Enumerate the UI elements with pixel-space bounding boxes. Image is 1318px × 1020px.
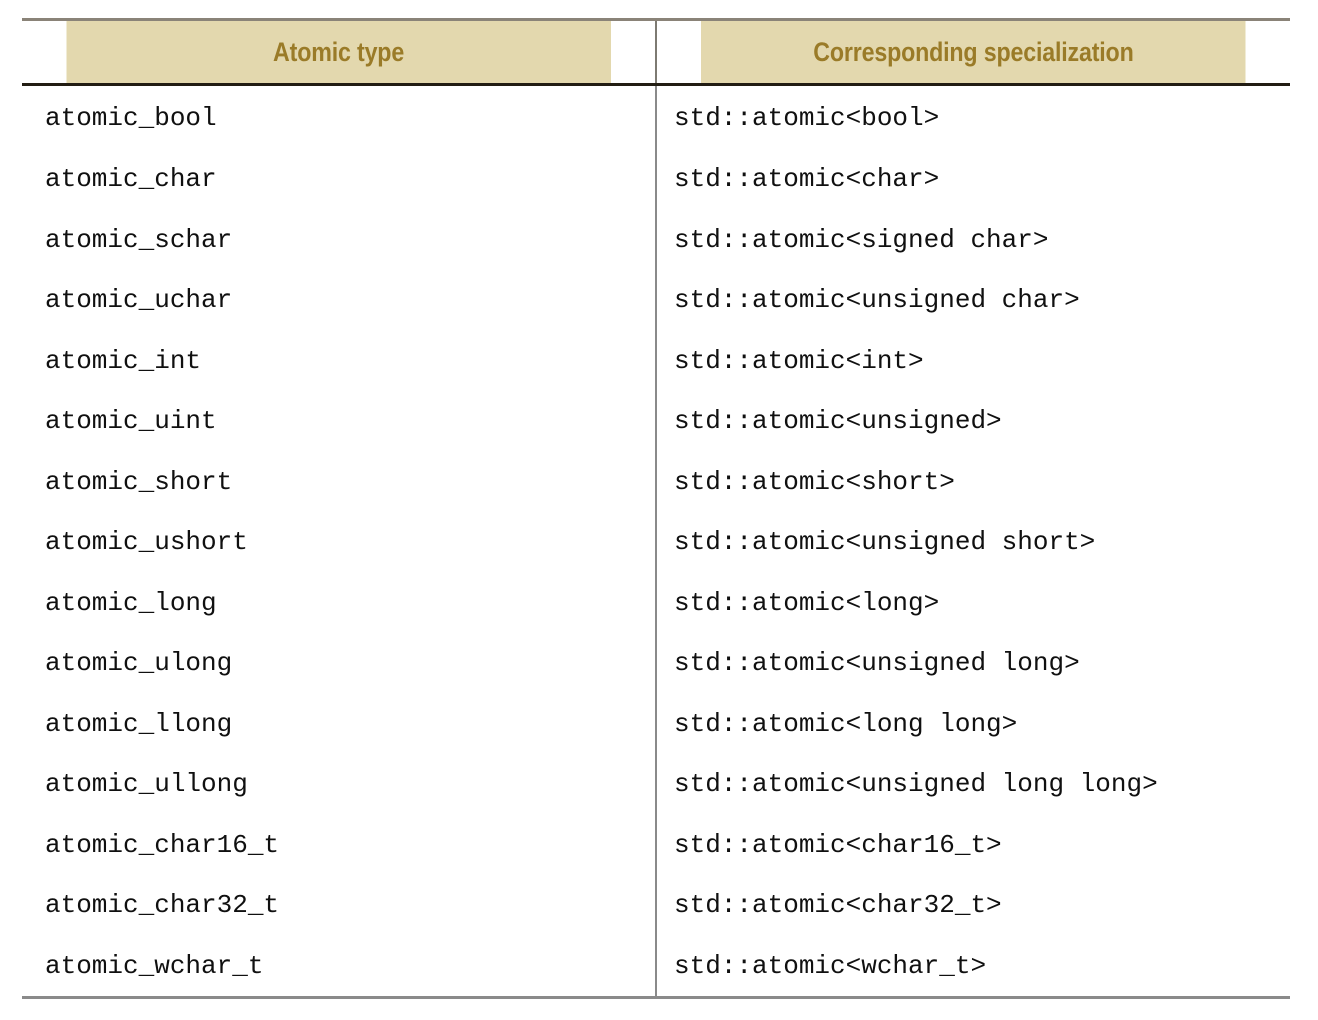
column-header-corresponding-specialization: Corresponding specialization [700,21,1246,86]
table-row: atomic_bool std::atomic<bool> [22,84,1290,149]
table-row: atomic_char32_t std::atomic<char32_t> [22,875,1290,936]
header-row: Atomic type Corresponding specialization [22,21,1290,86]
cell-corresponding-specialization: std::atomic<unsigned long long> [674,769,1158,800]
cell-corresponding-specialization: std::atomic<int> [674,345,924,376]
cell-corresponding-specialization: std::atomic<unsigned short> [674,527,1096,558]
table-row: atomic_ulong std::atomic<unsigned long> [22,633,1290,694]
table-row: atomic_wchar_t std::atomic<wchar_t> [22,935,1290,996]
atomic-types-table: Atomic type Corresponding specialization… [22,18,1290,999]
table-bottom-rule [22,996,1290,999]
top-rule-left [22,18,656,21]
table-row: atomic_int std::atomic<int> [22,330,1290,391]
cell-corresponding-specialization: std::atomic<char32_t> [674,890,1002,921]
cell-corresponding-specialization: std::atomic<unsigned char> [674,285,1080,316]
table-row: atomic_char std::atomic<char> [22,149,1290,210]
cell-atomic-type: atomic_char32_t [22,875,657,936]
cell-atomic-type: atomic_uchar [22,270,657,331]
table-row: atomic_uint std::atomic<unsigned> [22,391,1290,452]
cell-atomic-type: atomic_char16_t [22,814,657,875]
cell-atomic-type: atomic_int [22,330,657,391]
table-row: atomic_schar std::atomic<signed char> [22,209,1290,270]
cell-atomic-type: atomic_short [22,451,657,512]
table-top-rule [22,18,1290,21]
table-row: atomic_long std::atomic<long> [22,572,1290,633]
cell-corresponding-specialization: std::atomic<bool> [674,102,940,133]
cell-corresponding-specialization: std::atomic<short> [674,466,955,497]
cell-corresponding-specialization: std::atomic<char> [674,164,940,195]
cell-atomic-type: atomic_ushort [22,512,657,573]
cell-atomic-type: atomic_llong [22,693,657,754]
cell-corresponding-specialization: std::atomic<unsigned> [674,406,1002,437]
bottom-rule-right [656,996,1290,999]
table-row: atomic_short std::atomic<short> [22,451,1290,512]
cell-atomic-type: atomic_schar [22,209,657,270]
bottom-rule-left [22,996,656,999]
table-row: atomic_uchar std::atomic<unsigned char> [22,270,1290,331]
cell-corresponding-specialization: std::atomic<wchar_t> [674,950,987,981]
table-row: atomic_ushort std::atomic<unsigned short> [22,512,1290,573]
column-header-atomic-type: Atomic type [66,21,613,86]
table-row: atomic_char16_t std::atomic<char16_t> [22,814,1290,875]
table-row: atomic_llong std::atomic<long long> [22,693,1290,754]
cell-atomic-type: atomic_ullong [22,754,657,815]
cell-atomic-type: atomic_bool [22,84,657,149]
cell-corresponding-specialization: std::atomic<signed char> [674,224,1049,255]
cell-atomic-type: atomic_char [22,149,657,210]
top-rule-right [656,18,1290,21]
cell-corresponding-specialization: std::atomic<long long> [674,708,1018,739]
table-row: atomic_ullong std::atomic<unsigned long l… [22,754,1290,815]
cell-atomic-type: atomic_ulong [22,633,657,694]
cell-corresponding-specialization: std::atomic<unsigned long> [674,648,1080,679]
cell-atomic-type: atomic_uint [22,391,657,452]
cell-atomic-type: atomic_long [22,572,657,633]
cell-corresponding-specialization: std::atomic<char16_t> [674,829,1002,860]
table-header: Atomic type Corresponding specialization [22,18,1290,86]
cell-corresponding-specialization: std::atomic<long> [674,587,940,618]
cell-atomic-type: atomic_wchar_t [22,935,657,996]
